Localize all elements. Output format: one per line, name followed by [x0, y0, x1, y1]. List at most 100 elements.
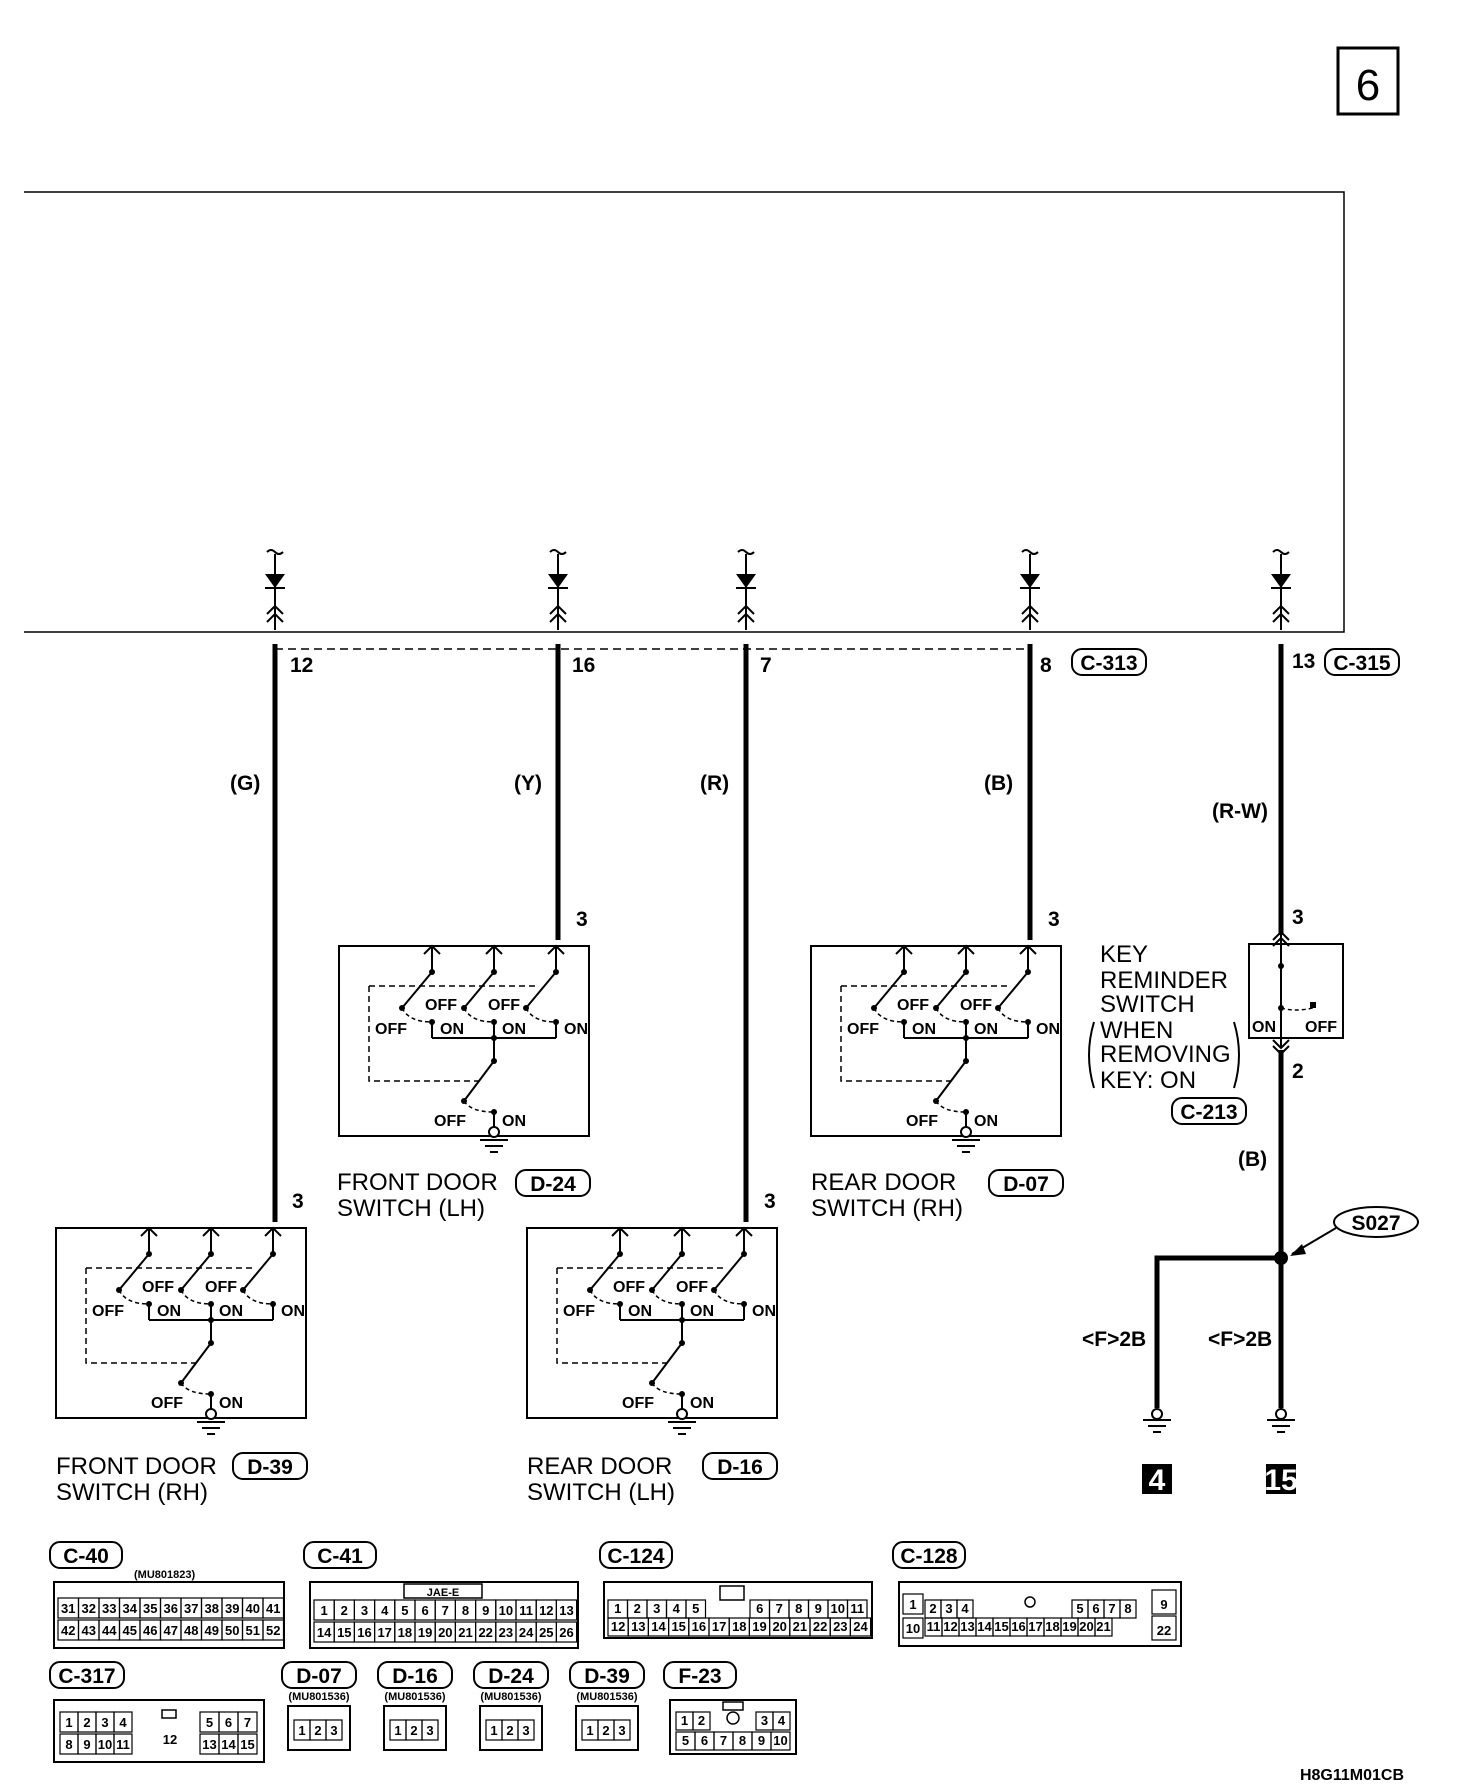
cv-c41-pill	[303, 1541, 377, 1569]
cv-c41-pin: 24	[519, 1625, 534, 1640]
cv-c124-pin: 9	[815, 1601, 822, 1616]
cv-c317-pin: 15	[240, 1737, 254, 1752]
cv-c128-pin: 11	[927, 1619, 941, 1634]
cv-c128-pin: 6	[1092, 1601, 1099, 1616]
cv-c124-pin: 21	[793, 1619, 807, 1634]
cv-c128-name: C-128	[900, 1545, 958, 1568]
cv-c40-pin: 40	[246, 1601, 260, 1616]
off-16: OFF	[622, 1395, 654, 1412]
pin-8: 8	[1040, 654, 1052, 677]
switch-name-front-lh-2: SWITCH (LH)	[337, 1195, 485, 1222]
cv-f23-pin: 7	[720, 1733, 727, 1748]
cv-c317-pin: 6	[225, 1715, 232, 1730]
cv-c124-pin: 5	[692, 1601, 699, 1616]
cv-c128-cell	[1151, 1589, 1177, 1615]
cv-d16-part: (MU801536)	[384, 1691, 445, 1703]
cv-c40-cell	[262, 1619, 285, 1641]
cv-d39-pin: 3	[618, 1723, 625, 1738]
cv-f23-box	[669, 1699, 797, 1755]
cv-d39-part: (MU801536)	[576, 1691, 637, 1703]
cv-c128-cell	[1119, 1599, 1137, 1619]
cv-c40-pin: 34	[123, 1601, 138, 1616]
cv-c41-pin: 5	[401, 1603, 408, 1618]
cv-d39-pill	[569, 1661, 645, 1689]
cv-c317-pin: 11	[116, 1737, 130, 1752]
ground-box-4	[1142, 1464, 1172, 1494]
cv-c128-pin: 21	[1096, 1619, 1110, 1634]
cv-c317-name: C-317	[58, 1665, 115, 1688]
off-1: OFF	[425, 997, 457, 1014]
cv-f23-name: F-23	[678, 1665, 721, 1688]
wire-color-y: (Y)	[514, 772, 542, 795]
pin-3-rear-lh: 3	[764, 1190, 776, 1213]
ground-label-15: <F>2B	[1208, 1328, 1272, 1351]
cv-c40-pin: 51	[246, 1623, 260, 1638]
cv-d39-box	[575, 1705, 639, 1751]
cv-c40-pin: 47	[164, 1623, 178, 1638]
off-15: OFF	[563, 1303, 595, 1320]
cv-c317-cell	[113, 1733, 133, 1755]
connector-c213-pill	[1171, 1097, 1247, 1125]
cv-c128-pin: 20	[1079, 1619, 1093, 1634]
cv-c41-pin: 23	[499, 1625, 513, 1640]
cv-c124-pin: 3	[653, 1601, 660, 1616]
cv-f23-cell	[692, 1711, 711, 1731]
cv-c128-pin: 13	[960, 1619, 974, 1634]
pin-7: 7	[760, 654, 772, 677]
on-6: ON	[974, 1021, 998, 1038]
cv-c41-name: C-41	[317, 1545, 363, 1568]
cv-c41-pin: 11	[519, 1603, 533, 1618]
cv-d16-box	[383, 1705, 447, 1751]
cv-c40-pin: 46	[143, 1623, 157, 1638]
ground-symbol-4	[1142, 1408, 1172, 1433]
diode-8	[1019, 549, 1041, 631]
off-9: OFF	[142, 1279, 174, 1296]
splice-arrowhead	[1290, 1244, 1306, 1256]
connector-d07: D-07	[1003, 1173, 1049, 1196]
switch-name-rear-lh-2: SWITCH (LH)	[527, 1479, 675, 1506]
cv-c41-pin: 20	[438, 1625, 452, 1640]
cv-d16-pin: 2	[410, 1723, 417, 1738]
cv-c124-pin: 7	[776, 1601, 783, 1616]
switch-name-front-lh-1: FRONT DOOR	[337, 1169, 498, 1196]
on-10: ON	[219, 1303, 243, 1320]
cv-c41-pin: 7	[442, 1603, 449, 1618]
on-4: ON	[502, 1113, 526, 1130]
switch-name-front-rh-2: SWITCH (RH)	[56, 1479, 208, 1506]
connector-c213: C-213	[1180, 1101, 1237, 1124]
cv-c317-pill	[49, 1661, 125, 1689]
cv-c40-pin: 41	[266, 1601, 280, 1616]
key-label-4: WHEN	[1100, 1017, 1173, 1044]
cv-c41-pin: 18	[398, 1625, 412, 1640]
cv-c41-pin: 25	[539, 1625, 553, 1640]
cv-c317-pin: 5	[206, 1715, 213, 1730]
off-6: OFF	[960, 997, 992, 1014]
cv-c124-pin: 2	[634, 1601, 641, 1616]
cv-d16-pin: 3	[426, 1723, 433, 1738]
cv-d24-pin: 2	[506, 1723, 513, 1738]
cv-c41-pin: 22	[478, 1625, 492, 1640]
on-13: ON	[628, 1303, 652, 1320]
cv-c124-pin: 15	[671, 1619, 685, 1634]
cv-c128-box	[898, 1581, 1182, 1647]
cv-c128-pin: 4	[961, 1601, 969, 1616]
cv-c128-cell	[1151, 1615, 1177, 1641]
page-number-box	[1336, 46, 1400, 116]
cv-c128-pin: 3	[945, 1601, 952, 1616]
cv-c128-cell	[902, 1617, 924, 1639]
cv-c124-pin: 16	[692, 1619, 706, 1634]
cv-d16-cell	[421, 1719, 439, 1741]
cv-c40-pin: 52	[266, 1623, 280, 1638]
connector-c315-pill	[1324, 648, 1400, 676]
off-3: OFF	[375, 1021, 407, 1038]
switch-name-front-rh-1: FRONT DOOR	[56, 1453, 217, 1480]
cv-c128-pill	[892, 1541, 966, 1569]
cv-c41-pin: 12	[539, 1603, 553, 1618]
cv-c128-pin: 5	[1076, 1601, 1083, 1616]
paren-left	[1088, 1021, 1095, 1089]
cv-d07-name: D-07	[296, 1665, 342, 1688]
